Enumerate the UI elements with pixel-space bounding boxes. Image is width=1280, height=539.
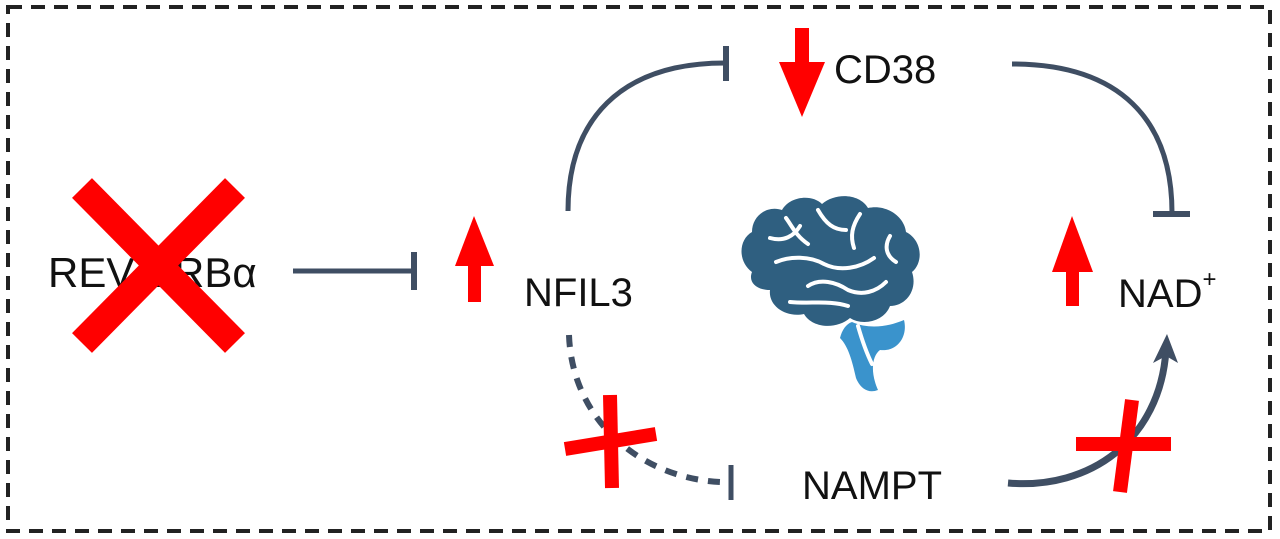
brain-icon — [741, 196, 920, 392]
down-arrow-icon — [779, 28, 825, 117]
plus-cross-icon — [1076, 399, 1171, 493]
arrowhead-icon — [1153, 334, 1178, 363]
edge-reverba-inhibits-nfil3 — [293, 252, 417, 290]
edge-nfil3-inhibits-nampt — [566, 334, 734, 500]
nfil3-label: NFIL3 — [524, 271, 633, 315]
nampt-label: NAMPT — [802, 464, 942, 508]
nad-superscript: + — [1202, 266, 1216, 293]
dashed-frame — [6, 5, 1272, 533]
plus-cross-icon — [563, 394, 658, 489]
x-cross-icon — [72, 178, 245, 353]
cd38-label: CD38 — [834, 48, 936, 92]
edge-nfil3-inhibits-cd38 — [565, 46, 729, 212]
edge-cd38-inhibits-nad — [1011, 61, 1190, 217]
nad-label: NAD+ — [1118, 266, 1216, 316]
up-arrow-icon — [455, 216, 494, 302]
edge-nampt-activates-nad — [1007, 334, 1178, 488]
up-arrow-icon — [1052, 216, 1093, 306]
